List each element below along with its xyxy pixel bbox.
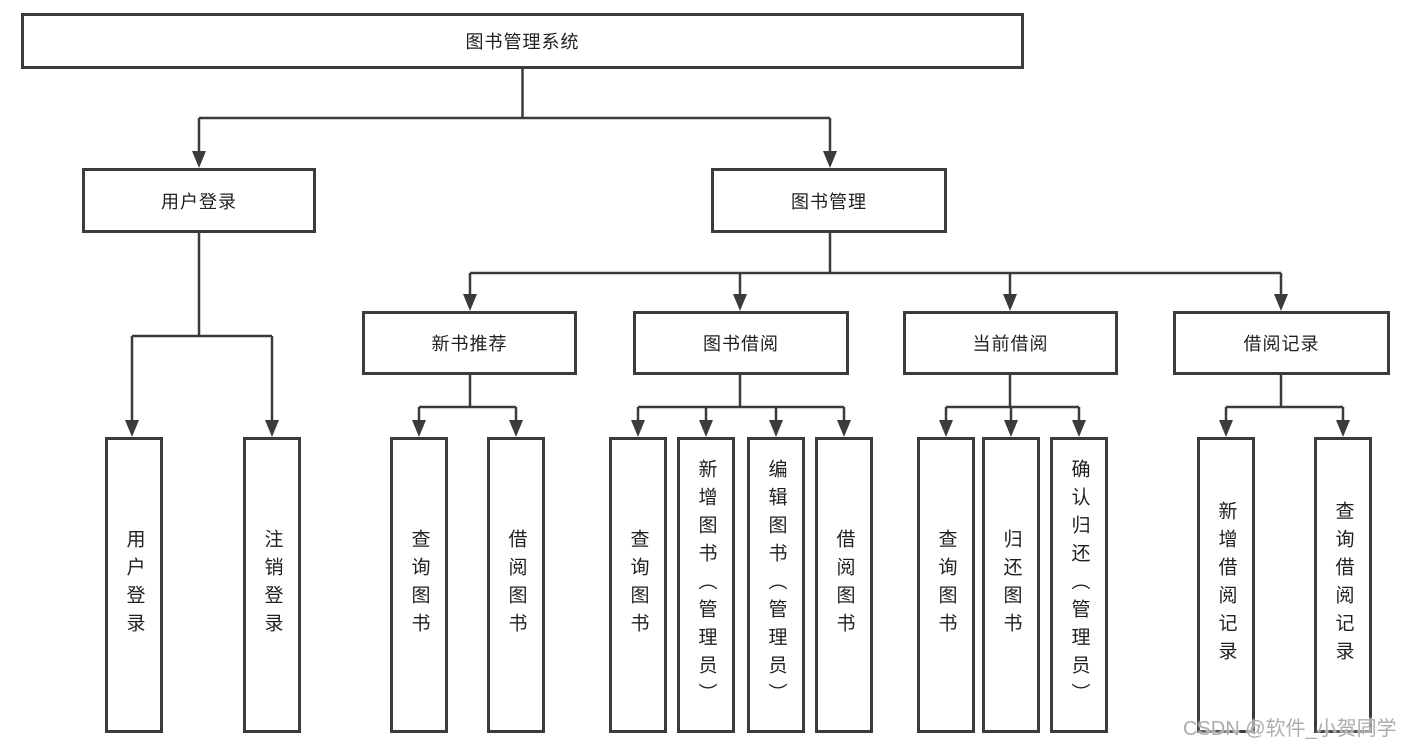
node-label: 借阅图书 [505,529,527,641]
node-label: 当前借阅 [972,334,1049,354]
leaf-cb-confirm-return-admin: 确认归还（管理员） [1050,437,1108,733]
node-label: 图书管理系统 [465,32,580,52]
leaf-cb-return-books: 归还图书 [982,437,1040,733]
leaf-nb-borrow-books: 借阅图书 [487,437,545,733]
leaf-bb-borrow-books: 借阅图书 [815,437,873,733]
arrowheads [125,151,1350,437]
node-label: 借阅记录 [1243,334,1320,354]
leaf-bb-edit-books-admin: 编辑图书（管理员） [747,437,805,733]
node-label: 确认归还（管理员） [1068,459,1090,711]
node-label: 归还图书 [1000,529,1022,641]
leaf-cb-query-books: 查询图书 [917,437,975,733]
leaf-br-query-borrow-record: 查询借阅记录 [1314,437,1372,733]
watermark: CSDN @软件_小贺同学 [1183,718,1397,740]
node-label: 查询图书 [627,529,649,641]
node-label: 用户登录 [161,191,237,212]
node-new-book-recommend: 新书推荐 [362,311,577,375]
node-user-login: 用户登录 [82,168,316,233]
node-label: 查询图书 [935,529,957,641]
leaf-bb-query-books: 查询图书 [609,437,667,733]
node-label: 注销登录 [261,529,283,641]
node-library-system: 图书管理系统 [21,13,1024,69]
node-label: 新增图书（管理员） [695,459,717,711]
node-label: 查询借阅记录 [1332,501,1354,669]
node-label: 图书管理 [791,191,867,212]
node-book-borrow: 图书借阅 [633,311,849,375]
node-label: 新书推荐 [431,334,508,354]
node-label: 借阅图书 [833,529,855,641]
leaf-bb-add-books-admin: 新增图书（管理员） [677,437,735,733]
node-book-management: 图书管理 [711,168,947,233]
node-label: 编辑图书（管理员） [765,459,787,711]
node-label: 新增借阅记录 [1215,501,1237,669]
node-borrow-records: 借阅记录 [1173,311,1390,375]
node-label: 用户登录 [123,529,145,641]
leaf-nb-query-books: 查询图书 [390,437,448,733]
leaf-logout-login: 注销登录 [243,437,301,733]
leaf-br-add-borrow-record: 新增借阅记录 [1197,437,1255,733]
leaf-user-login: 用户登录 [105,437,163,733]
node-label: 查询图书 [408,529,430,641]
node-label: 图书借阅 [703,334,779,354]
node-current-borrow: 当前借阅 [903,311,1118,375]
